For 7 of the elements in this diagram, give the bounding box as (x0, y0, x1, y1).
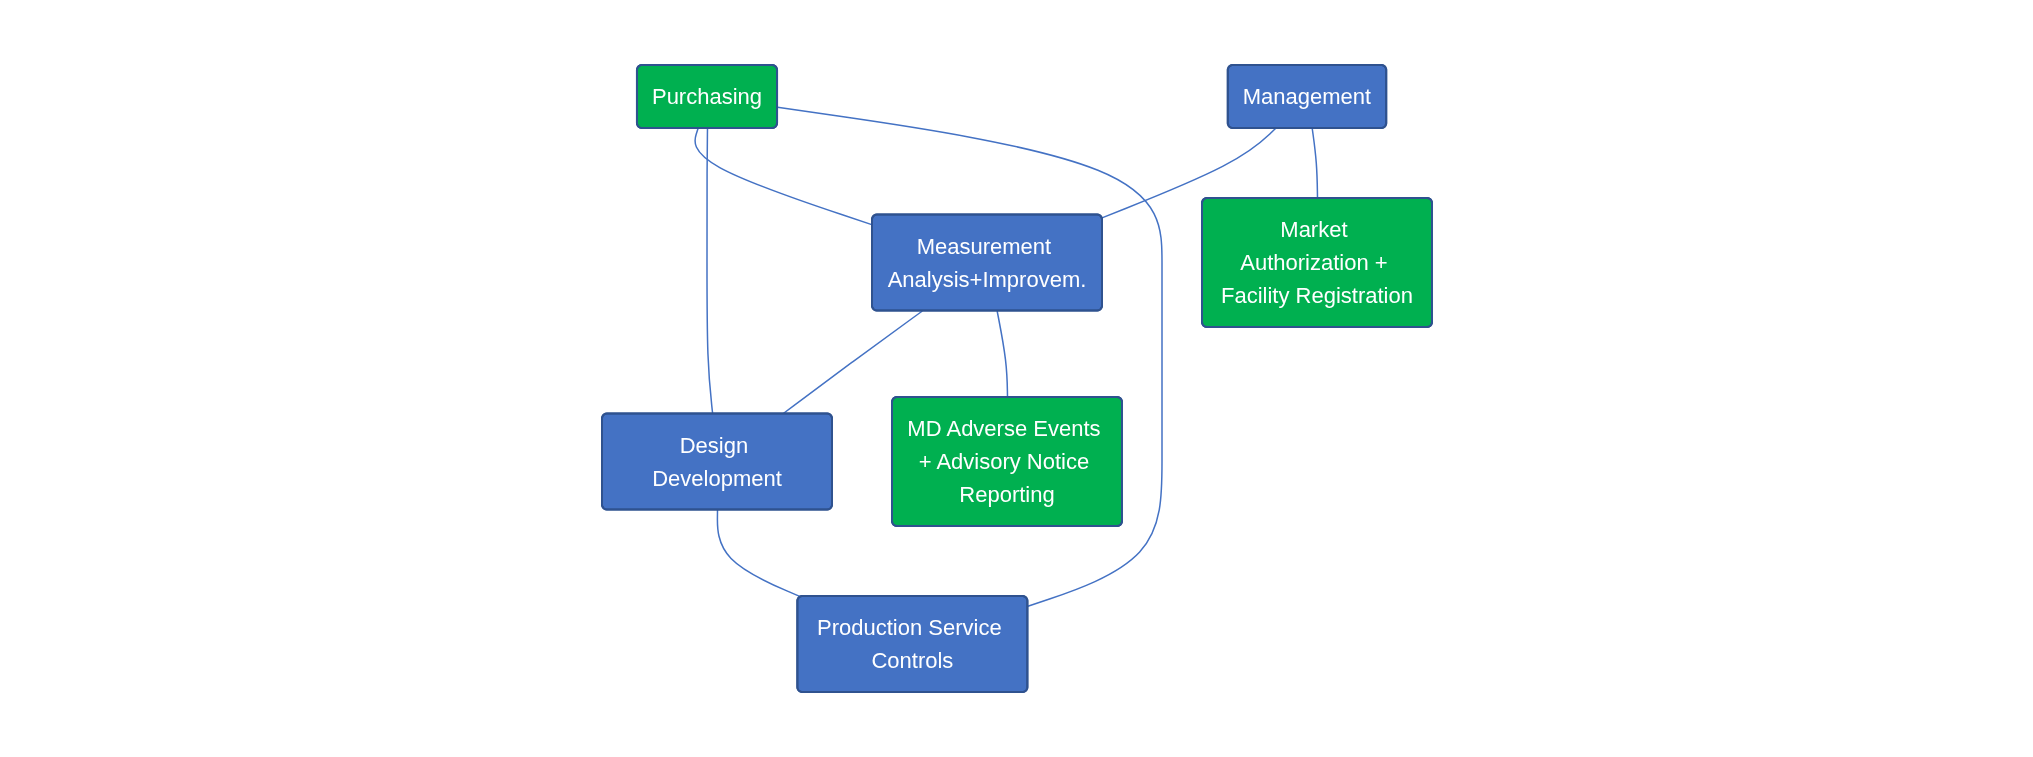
connector (716, 509, 802, 598)
connector (776, 106, 1163, 607)
connector (1311, 127, 1318, 200)
connector (1100, 127, 1276, 219)
connector (995, 310, 1008, 399)
connector (705, 127, 713, 415)
connector (781, 310, 923, 415)
